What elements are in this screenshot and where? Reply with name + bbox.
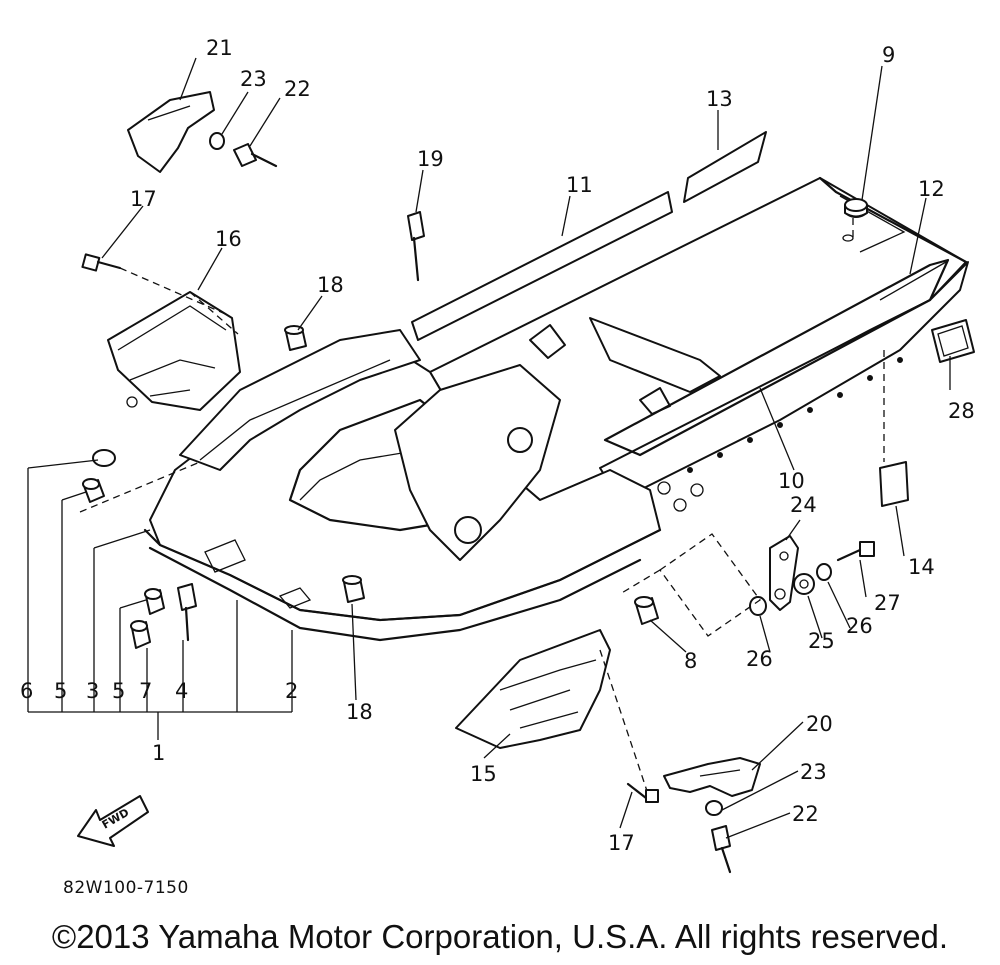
callout-20: 20 xyxy=(806,712,833,736)
decal-13 xyxy=(683,131,767,203)
part-5-grommet-upper xyxy=(82,478,105,503)
callout-5-a: 5 xyxy=(54,679,67,703)
callout-3: 3 xyxy=(86,679,99,703)
callout-1: 1 xyxy=(152,741,165,765)
copyright-notice: ©2013 Yamaha Motor Corporation, U.S.A. A… xyxy=(51,918,949,955)
callout-23-top: 23 xyxy=(240,67,267,91)
part-23-washer-bottom xyxy=(705,800,723,816)
part-25-spacer xyxy=(793,573,815,595)
part-9-plug xyxy=(842,198,868,242)
callout-6: 6 xyxy=(20,679,33,703)
callout-2: 2 xyxy=(285,679,298,703)
callout-14: 14 xyxy=(908,555,935,579)
callout-8: 8 xyxy=(684,649,697,673)
callout-15: 15 xyxy=(470,762,497,786)
callout-12: 12 xyxy=(918,177,945,201)
part-20-cover xyxy=(663,757,761,797)
part-16-bracket xyxy=(107,291,241,411)
callout-18-bottom: 18 xyxy=(346,700,373,724)
part-14-label xyxy=(879,350,909,507)
part-21-cover xyxy=(127,91,215,173)
callout-9: 9 xyxy=(882,43,895,67)
part-18-bushing-bottom xyxy=(342,575,365,603)
callout-numbers: 21 23 22 17 16 18 19 11 13 9 12 28 10 24… xyxy=(20,36,975,855)
part-23-washer-top xyxy=(209,132,225,150)
part-27-bolt xyxy=(836,541,875,562)
callout-25: 25 xyxy=(808,629,835,653)
callout-22-bottom: 22 xyxy=(792,802,819,826)
callout-17-top: 17 xyxy=(130,187,157,211)
callout-26-b: 26 xyxy=(746,647,773,671)
part-28-grommet xyxy=(931,319,975,363)
part-5-grommet-lower xyxy=(144,588,165,615)
callout-5-b: 5 xyxy=(112,679,125,703)
callout-18-top: 18 xyxy=(317,273,344,297)
callout-19: 19 xyxy=(417,147,444,171)
part-19-rivet xyxy=(407,211,425,282)
decal-11 xyxy=(411,191,673,341)
fwd-arrow: FWD xyxy=(77,795,149,847)
part-8-grommet xyxy=(634,596,659,625)
callout-28: 28 xyxy=(948,399,975,423)
callout-17-bottom: 17 xyxy=(608,831,635,855)
callout-23-bottom: 23 xyxy=(800,760,827,784)
callout-13: 13 xyxy=(706,87,733,111)
callout-16: 16 xyxy=(215,227,242,251)
part-22-screw-bottom xyxy=(711,825,732,874)
leader-lines xyxy=(27,57,951,839)
callout-7: 7 xyxy=(139,679,152,703)
part-26-washer-b xyxy=(749,596,767,616)
frame-body xyxy=(143,176,969,642)
callout-26-a: 26 xyxy=(846,614,873,638)
part-15-guard xyxy=(455,629,651,801)
part-18-bushing-top xyxy=(284,325,307,351)
callout-11: 11 xyxy=(566,173,593,197)
callout-24: 24 xyxy=(790,493,817,517)
callout-22-top: 22 xyxy=(284,77,311,101)
part-7-grommet xyxy=(130,620,151,649)
part-6-grommet xyxy=(92,449,116,467)
part-24-bracket xyxy=(769,535,799,611)
part-22-screw-top xyxy=(233,143,278,168)
callout-4: 4 xyxy=(175,679,188,703)
part-17-bolt-bottom xyxy=(626,782,659,803)
callout-10: 10 xyxy=(778,469,805,493)
callout-27: 27 xyxy=(874,591,901,615)
diagram-code: 82W100-7150 xyxy=(63,878,189,898)
callout-21: 21 xyxy=(206,36,233,60)
part-12-strip xyxy=(879,261,947,301)
part-17-bolt-top xyxy=(81,253,231,317)
part-4-rivet xyxy=(177,583,197,642)
part-26-washer-a xyxy=(816,563,832,581)
